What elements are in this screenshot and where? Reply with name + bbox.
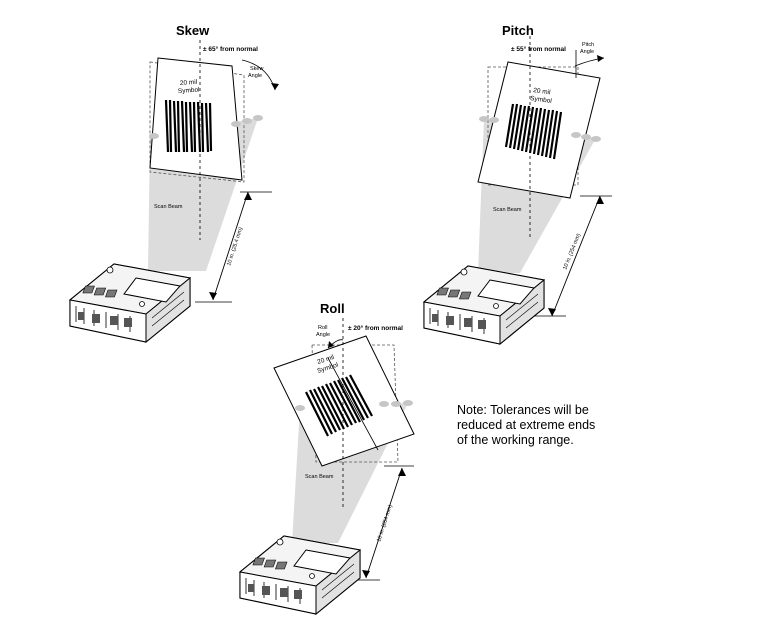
roll-angle-label-2: Angle: [316, 332, 330, 338]
skew-angle-label-2: Angle: [248, 73, 262, 79]
roll-distance-line: [365, 467, 403, 579]
pitch-symbol-label-1: 20 mil: [533, 87, 552, 96]
roll-tilt-axis: [327, 357, 379, 451]
pitch-symbol-card: [477, 61, 601, 199]
skew-panel: Skew ± 65° from normal Skew Angle 20 mil…: [69, 23, 279, 343]
skew-tolerance: ± 65° from normal: [203, 45, 258, 53]
skew-scanner: [69, 263, 191, 343]
skew-beam-label: Scan Beam: [154, 204, 183, 210]
roll-beam-label: Scan Beam: [305, 474, 334, 480]
skew-normal-outline: [149, 61, 245, 183]
roll-barcode: [305, 374, 373, 437]
pitch-title: Pitch: [502, 23, 534, 38]
pitch-angle-label-1: Pitch: [582, 42, 594, 48]
pitch-barcode: [504, 103, 563, 160]
pitch-symbol-label-2: Symbol: [530, 95, 553, 105]
pitch-angle-label-2: Angle: [580, 49, 594, 55]
roll-tolerance: ± 20° from normal: [348, 324, 403, 332]
skew-beam-dots: [149, 115, 263, 139]
pitch-tolerance: ± 55° from normal: [511, 45, 566, 53]
pitch-beam-label: Scan Beam: [493, 207, 522, 213]
skew-symbol-label-2: Symbol: [178, 86, 201, 95]
skew-barcode: [164, 99, 213, 153]
skew-angle-label-1: Skew: [250, 66, 263, 72]
skew-symbol-label-1: 20 mil: [180, 79, 198, 87]
skew-title: Skew: [176, 23, 210, 38]
pitch-panel: Pitch ± 55° from normal Pitch Angle 20 m…: [423, 23, 612, 345]
tolerance-note: Note: Tolerances will be reduced at extr…: [457, 403, 596, 447]
roll-scanner: [239, 535, 361, 615]
pitch-scanner: [423, 265, 545, 345]
roll-panel: Roll ± 20° from normal Roll Angle 20 mil…: [239, 301, 415, 615]
roll-distance-label: 10 in. (254 mm): [376, 504, 394, 543]
roll-beam-dots: [295, 400, 413, 411]
roll-title: Roll: [320, 301, 345, 316]
roll-angle-label-1: Roll: [318, 325, 327, 331]
pitch-distance-line: [551, 195, 601, 317]
skew-distance-line: [212, 191, 249, 301]
skew-symbol-card: [149, 57, 243, 181]
pitch-beam-dots: [479, 116, 601, 142]
